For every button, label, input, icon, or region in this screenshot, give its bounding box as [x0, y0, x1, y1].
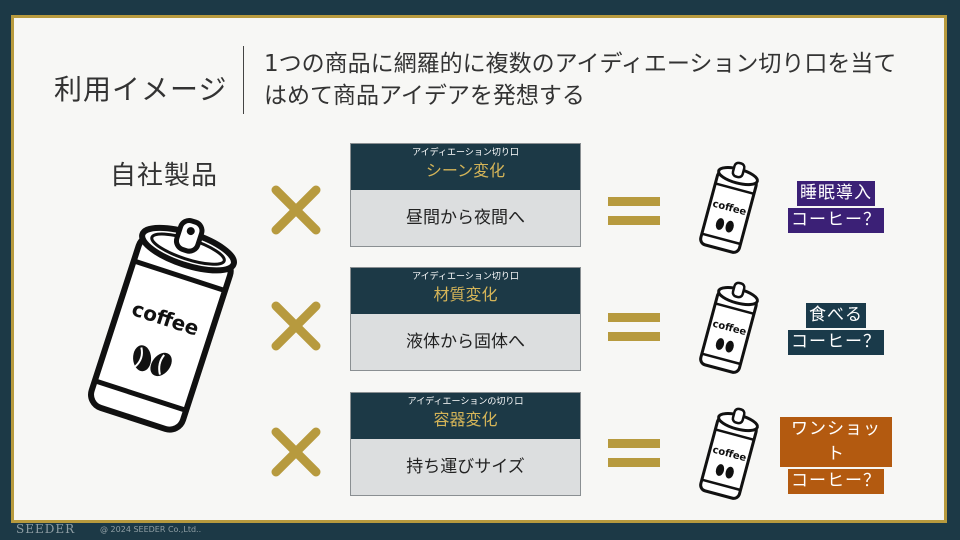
description-line-2: はめて商品アイデアを発想する — [264, 80, 904, 112]
result-line-2: コーヒー？ — [788, 208, 884, 233]
coffee-can-icon: coffee — [690, 402, 770, 502]
card-body: 昼間から夜間へ — [351, 190, 580, 246]
footer-copyright: @ 2024 SEEDER Co.,Ltd.. — [100, 525, 201, 534]
description-line-1: 1つの商品に網羅的に複数のアイディエーション切り口を当て — [264, 48, 904, 80]
coffee-can-icon: coffee — [690, 156, 770, 256]
footer-logo: SEEDER — [16, 522, 75, 536]
multiply-icon — [270, 426, 322, 478]
coffee-can-icon: coffee — [78, 203, 248, 443]
card-body: 持ち運びサイズ — [351, 439, 580, 495]
equals-icon — [608, 194, 660, 228]
slide-description: 1つの商品に網羅的に複数のアイディエーション切り口を当て はめて商品アイデアを発… — [264, 48, 904, 112]
ideation-card-scene: アイディエーション切り口 シーン変化 昼間から夜間へ — [350, 143, 581, 247]
card-header: アイディエーション切り口 材質変化 — [351, 268, 580, 314]
multiply-icon — [270, 184, 322, 236]
card-body: 液体から固体へ — [351, 314, 580, 370]
result-tag-sleep-coffee: 睡眠導入 コーヒー？ — [780, 180, 892, 234]
card-subtitle: アイディエーション切り口 — [351, 144, 580, 159]
multiply-icon — [270, 300, 322, 352]
card-title: 容器変化 — [351, 408, 580, 432]
result-line-1: ワンショット — [780, 417, 892, 467]
equals-icon — [608, 310, 660, 344]
card-title: 材質変化 — [351, 283, 580, 307]
card-subtitle: アイディエーションの切り口 — [351, 393, 580, 408]
card-title: シーン変化 — [351, 159, 580, 183]
equals-icon — [608, 436, 660, 470]
result-tag-edible-coffee: 食べる コーヒー？ — [780, 302, 892, 356]
ideation-card-material: アイディエーション切り口 材質変化 液体から固体へ — [350, 267, 581, 371]
result-tag-oneshot-coffee: ワンショット コーヒー？ — [780, 416, 892, 495]
coffee-can-icon: coffee — [690, 276, 770, 376]
result-line-2: コーヒー？ — [788, 469, 884, 494]
card-header: アイディエーション切り口 シーン変化 — [351, 144, 580, 190]
result-line-2: コーヒー？ — [788, 330, 884, 355]
slide-label: 利用イメージ — [54, 68, 227, 108]
result-line-1: 睡眠導入 — [797, 181, 875, 206]
card-subtitle: アイディエーション切り口 — [351, 268, 580, 283]
result-line-1: 食べる — [806, 303, 866, 328]
card-header: アイディエーションの切り口 容器変化 — [351, 393, 580, 439]
ideation-card-container: アイディエーションの切り口 容器変化 持ち運びサイズ — [350, 392, 581, 496]
product-label: 自社製品 — [110, 155, 218, 192]
header-divider — [243, 46, 244, 114]
